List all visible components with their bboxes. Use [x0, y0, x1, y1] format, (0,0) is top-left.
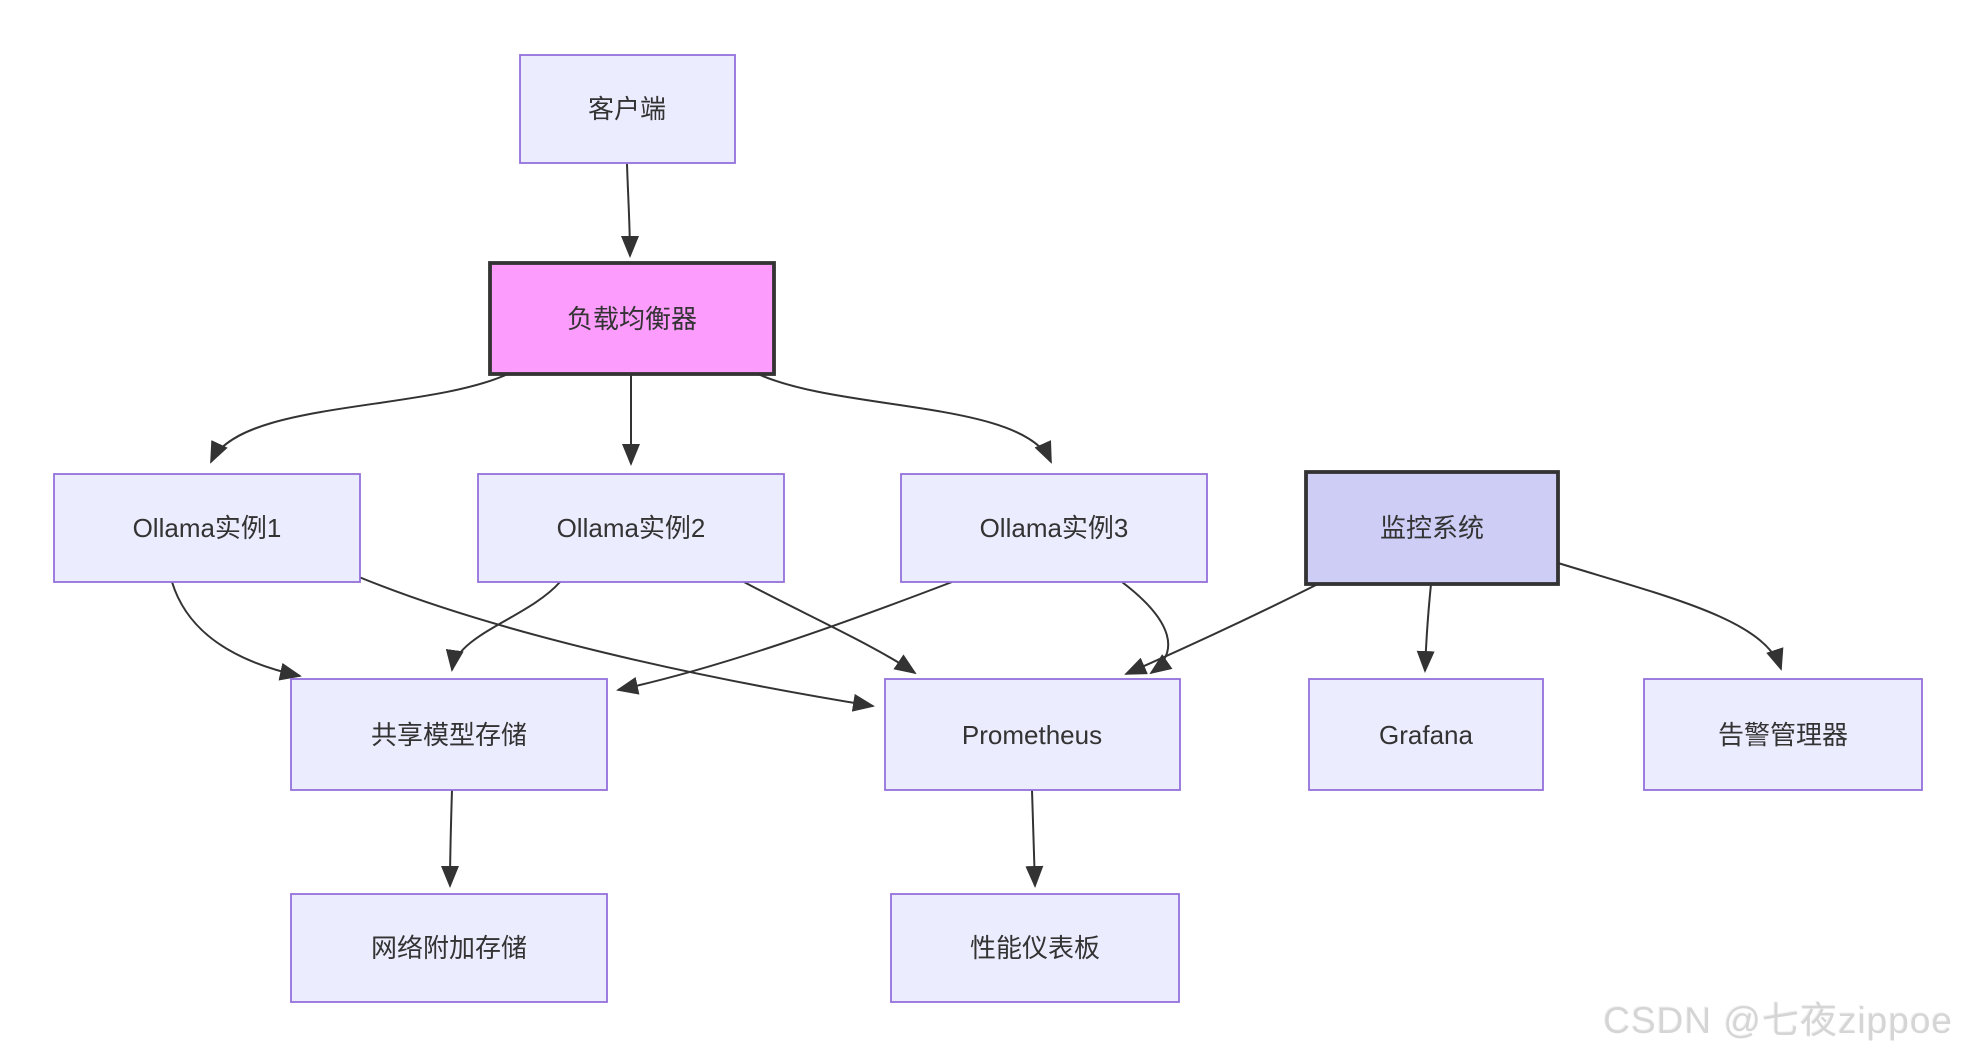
edge-loadbalancer-to-ollama1 — [210, 373, 509, 464]
edge-monitor-to-alertmanager — [1557, 562, 1784, 671]
node-alert-manager-box — [1643, 678, 1923, 791]
node-client-label: 客户端 — [588, 94, 666, 124]
node-load-balancer: 负载均衡器 — [488, 261, 776, 376]
node-client-box — [519, 54, 736, 164]
node-nas: 网络附加存储 — [290, 893, 608, 1003]
node-dashboard-box — [890, 893, 1180, 1003]
node-dashboard-label: 性能仪表板 — [970, 933, 1100, 963]
edge-ollama3-to-prometheus — [1121, 581, 1173, 675]
edge-storage-to-nas — [441, 789, 460, 888]
edge-client-to-loadbalancer — [620, 163, 639, 258]
node-client: 客户端 — [519, 54, 736, 164]
edge-ollama3-to-storage — [616, 581, 953, 695]
edge-monitor-to-prometheus — [1124, 583, 1319, 675]
node-alert-manager: 告警管理器 — [1643, 678, 1923, 791]
edge-ollama2-to-prometheus — [743, 581, 917, 675]
node-ollama1-label: Ollama实例1 — [133, 513, 282, 543]
node-grafana-label: Grafana — [1379, 720, 1473, 750]
edge-loadbalancer-to-ollama3 — [757, 373, 1052, 464]
node-ollama3: Ollama实例3 — [900, 473, 1208, 583]
node-ollama1: Ollama实例1 — [53, 473, 361, 583]
node-dashboard: 性能仪表板 — [890, 893, 1180, 1003]
node-monitor: 监控系统 — [1304, 470, 1560, 586]
node-alert-manager-label: 告警管理器 — [1718, 720, 1848, 750]
edge-ollama1-to-prometheus — [358, 576, 875, 712]
node-prometheus: Prometheus — [884, 678, 1181, 791]
edge-monitor-to-grafana — [1416, 583, 1435, 673]
node-shared-storage-label: 共享模型存储 — [371, 720, 527, 750]
node-prometheus-label: Prometheus — [962, 720, 1102, 750]
edge-ollama1-to-storage — [171, 581, 302, 681]
node-monitor-box — [1304, 470, 1560, 586]
node-shared-storage-box — [290, 678, 608, 791]
edge-ollama2-to-storage — [445, 581, 561, 672]
node-ollama3-label: Ollama实例3 — [980, 513, 1129, 543]
node-load-balancer-label: 负载均衡器 — [567, 304, 697, 334]
node-ollama2: Ollama实例2 — [477, 473, 785, 583]
node-ollama2-label: Ollama实例2 — [557, 513, 706, 543]
node-monitor-label: 监控系统 — [1380, 513, 1484, 543]
watermark: CSDN @七夜zippoe — [1603, 1000, 1953, 1041]
node-ollama2-box — [477, 473, 785, 583]
node-grafana-box — [1308, 678, 1544, 791]
edge-layer — [171, 163, 1784, 888]
node-load-balancer-box — [488, 261, 776, 376]
node-ollama1-box — [53, 473, 361, 583]
edge-prometheus-to-dashboard — [1025, 789, 1044, 888]
node-ollama3-box — [900, 473, 1208, 583]
node-prometheus-box — [884, 678, 1181, 791]
node-nas-label: 网络附加存储 — [371, 933, 527, 963]
node-shared-storage: 共享模型存储 — [290, 678, 608, 791]
node-grafana: Grafana — [1308, 678, 1544, 791]
node-nas-box — [290, 893, 608, 1003]
